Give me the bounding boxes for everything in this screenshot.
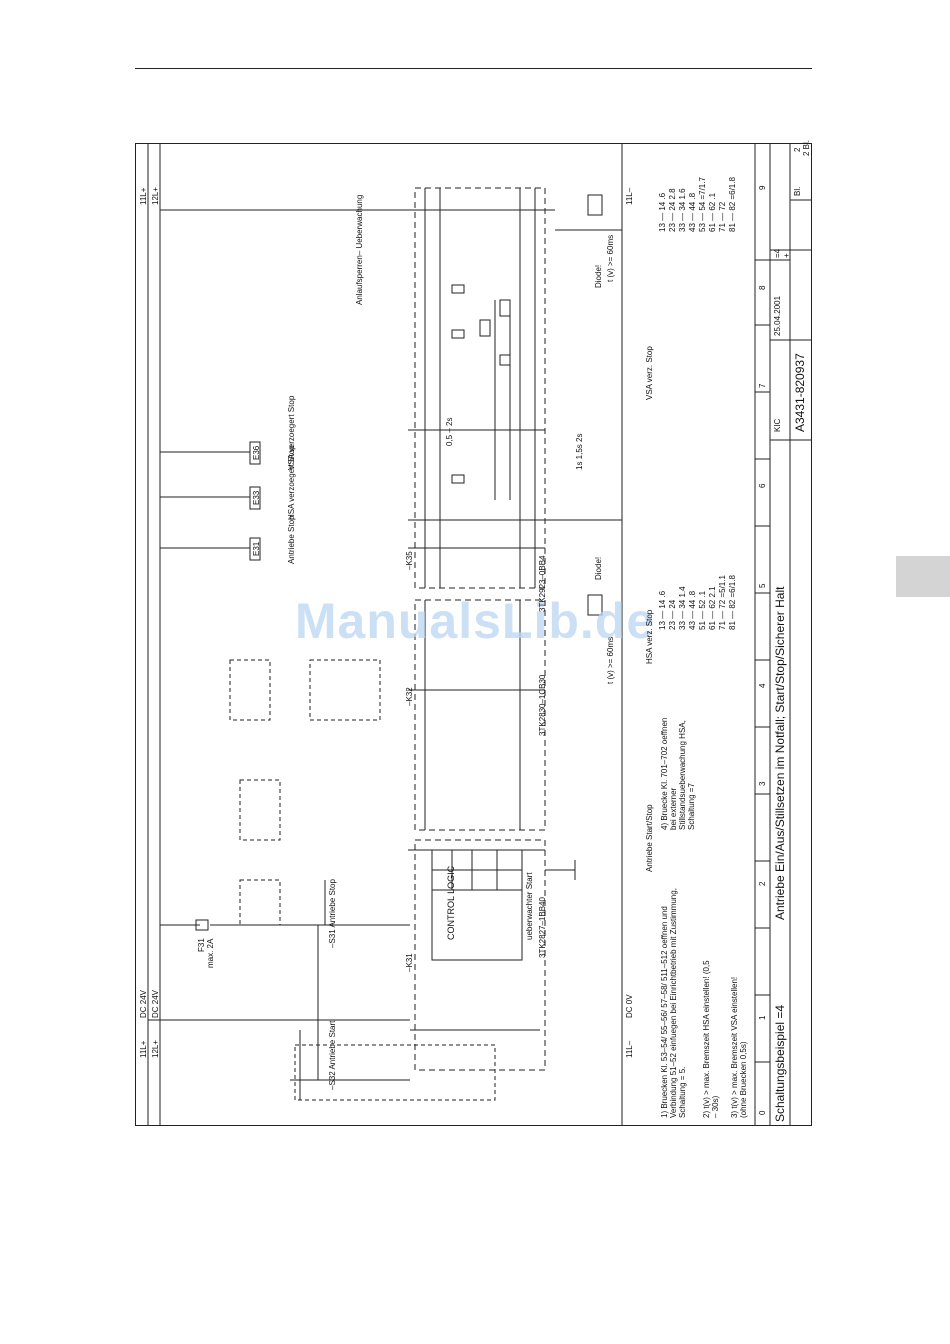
k33-contact: 13 — 14 .6: [658, 590, 667, 630]
neg-voltage-label: DC 0V: [625, 994, 634, 1018]
column-number: 8: [758, 285, 767, 290]
switch-s32-label: –S32 Antriebe Start: [328, 1020, 337, 1090]
voltage-label: DC 24V: [139, 989, 148, 1018]
k33-contact: 61 — 62 2.1: [708, 586, 717, 630]
note-4: 4) Bruecke Kl. 701–702 oeffnen bei exter…: [660, 717, 696, 830]
sheet-number: 2: [793, 147, 802, 152]
column-number: 6: [758, 483, 767, 488]
drawing-frame: [135, 143, 812, 1126]
plant-code: =4: [773, 248, 782, 258]
anlauf-label: Anlaufsperren– Ueberwachung: [355, 194, 364, 305]
module-k31-type: 3TK2827–1BB40: [538, 897, 547, 958]
k36-timing: t (v) >= 60ms: [606, 234, 615, 282]
column-number: 9: [758, 185, 767, 190]
control-logic-label: CONTROL LOGIC: [446, 865, 456, 940]
watermark: ManualsLib.de: [294, 593, 656, 649]
drawing-title: Antriebe Ein/Aus/Stillsetzen im Notfall;…: [773, 586, 787, 920]
sheet-label: Bl.: [793, 186, 802, 196]
k33-contact: 23 — 24: [668, 599, 677, 630]
timing-range: 0,5 – 2s: [445, 417, 454, 446]
k36-contact: 43 — 44 .8: [688, 192, 697, 232]
diode-label: Diode!: [594, 264, 603, 288]
k33-contact: 33 — 34 1.4: [678, 586, 687, 630]
chapter-thumb-tab: [896, 556, 950, 597]
rail-12L-bottom: 12L+: [151, 1039, 160, 1058]
group-hsa-stop: HSA verz. Stop: [645, 609, 654, 664]
author-field: KIC: [773, 418, 782, 432]
header-rule: [135, 68, 812, 69]
column-number: 0: [758, 1110, 767, 1115]
column-number: 1: [758, 1015, 767, 1020]
column-number: 3: [758, 781, 767, 786]
fuse-rating: max. 2A: [206, 938, 215, 968]
neg-rail-label: 11L–: [625, 1040, 634, 1058]
k36-contact: 13 — 14 .6: [658, 192, 667, 232]
plc-tag: E36: [252, 445, 261, 460]
k36-contact: 23 — 24 2.8: [668, 188, 677, 232]
k33-contact: 51 — 52 .1: [698, 590, 707, 630]
fuse-tag: F31: [197, 938, 206, 952]
monitored-start-label: ueberwachter Start: [525, 872, 534, 940]
note-1: 1) Bruecken Kl. 53–54/ 55–56/ 57–58/ 511…: [660, 888, 687, 1118]
plc-text: VSA verzoegert Stop: [287, 395, 296, 470]
module-k35-tag: –K35: [405, 551, 414, 570]
group-vsa-stop: VSA verz. Stop: [645, 346, 654, 400]
diode-label: Diode!: [594, 556, 603, 580]
note-2: 2) t(v) > max. Bremszeit HSA einstellen!…: [702, 960, 720, 1118]
column-number: 7: [758, 383, 767, 388]
k36-contact: 81 — 82 =6/1.8: [728, 177, 737, 232]
rail-11L-label: 11L+: [139, 187, 148, 205]
column-number: 4: [758, 683, 767, 688]
k33-contact: 81 — 82 =6/1.8: [728, 575, 737, 630]
rail-12L-label: 12L+: [151, 186, 160, 205]
plc-tag: E31: [252, 541, 261, 556]
module-k32-tag: –K32: [405, 687, 414, 706]
k36-contact: 33 — 34 1.6: [678, 188, 687, 232]
k36-contact: 61 — 62 .1: [708, 192, 717, 232]
note-3: 3) t(v) > max. Bremszeit VSA einstellen!…: [730, 976, 748, 1118]
module-k31-tag: –K31: [405, 953, 414, 972]
module-k32-type: 3TK2830–1CB30: [538, 674, 547, 736]
neg-rail-right-label: 11L–: [625, 187, 634, 205]
plc-text: Antriebe Stop: [287, 515, 296, 564]
k33-contact: 43 — 44 .8: [688, 590, 697, 630]
drawing-number: A3431-820937: [793, 353, 807, 432]
example-label: Schaltungsbeispiel =4: [773, 1004, 787, 1122]
plc-tag: E33: [252, 490, 261, 505]
group-start-stop: Antriebe Start/Stop: [645, 804, 654, 872]
sheet-total: 2 Bl.: [802, 139, 811, 156]
location-code: +: [782, 253, 791, 258]
column-number: 2: [758, 881, 767, 886]
k36-contact: 53 — 54 =7/1.7: [698, 177, 707, 232]
module-k35-type: 3TK2923–0BB4: [538, 555, 547, 613]
k33-contact: 71 — 72 =5/1.1: [718, 575, 727, 630]
date-field: 25.04.2001: [773, 295, 782, 336]
timing-steps: 1s 1,5s 2s: [575, 433, 584, 470]
switch-s31-label: –S31 Antriebe Stop: [328, 879, 337, 948]
k33-timing: t (v) >= 60ms: [606, 636, 615, 684]
voltage-label: DC 24V: [151, 989, 160, 1018]
rail-11L-bottom: 11L+: [139, 1040, 148, 1058]
k36-contact: 71 — 72: [718, 201, 727, 232]
column-number: 5: [758, 583, 767, 588]
